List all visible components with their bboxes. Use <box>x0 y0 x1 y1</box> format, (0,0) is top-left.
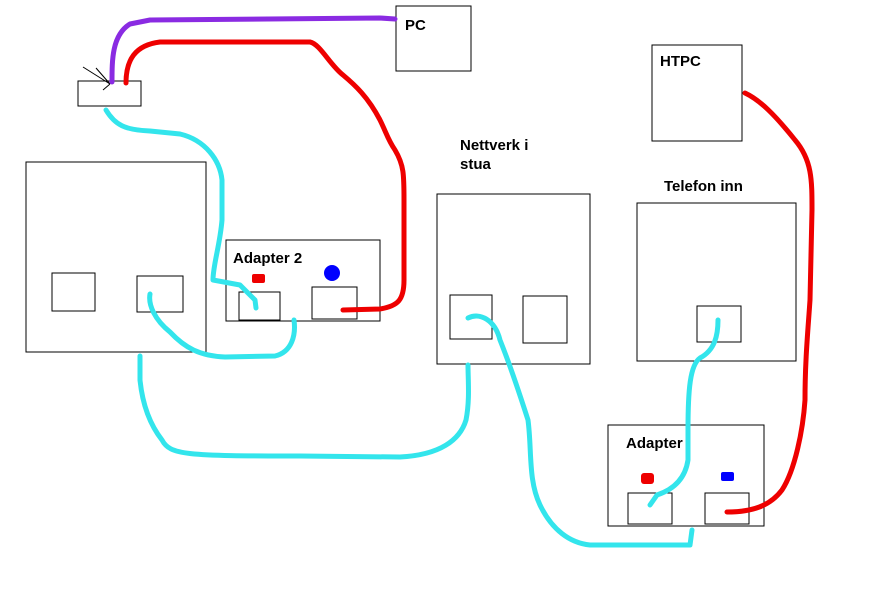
adapter-blue-marker <box>721 472 734 481</box>
adapter-port-left <box>627 492 673 525</box>
telefon-label: Telefon inn <box>664 178 743 195</box>
red-cable-htpc-to-adapter <box>724 90 815 515</box>
nettverk-port-right <box>522 295 568 344</box>
nettverk-label-line1: Nettverk i <box>460 137 528 154</box>
cyan-cable-telefon-to-adapter <box>647 317 721 508</box>
adapter2-red-marker <box>252 274 265 283</box>
left-device-box <box>25 161 207 353</box>
purple-cable-pc <box>109 15 398 85</box>
cyan-cable-socket-to-adapter2 <box>103 107 259 311</box>
pc-box <box>395 5 472 72</box>
adapter-label: Adapter <box>626 435 683 452</box>
htpc-label: HTPC <box>660 53 701 70</box>
htpc-box <box>651 44 743 142</box>
nettverk-label-line2: stua <box>460 156 492 173</box>
left-device-port-1 <box>51 272 96 312</box>
left-device-port-2 <box>136 275 184 313</box>
red-cable-socket-to-adapter2 <box>123 39 407 313</box>
cyan-cable-device-to-nettverk <box>137 353 471 460</box>
adapter2-port-right <box>311 286 358 320</box>
adapter-red-marker <box>641 473 654 484</box>
adapter2-blue-marker <box>324 265 340 281</box>
adapter2-port-left <box>238 291 281 321</box>
socket-wires <box>82 66 111 91</box>
wall-socket-box <box>77 80 142 107</box>
cyan-cable-nettverk-to-adapter <box>465 313 695 548</box>
cyan-cable-device-to-adapter2 <box>147 291 297 360</box>
adapter2-label: Adapter 2 <box>233 250 302 267</box>
pc-label: PC <box>405 17 426 34</box>
adapter-port-right <box>704 492 750 525</box>
